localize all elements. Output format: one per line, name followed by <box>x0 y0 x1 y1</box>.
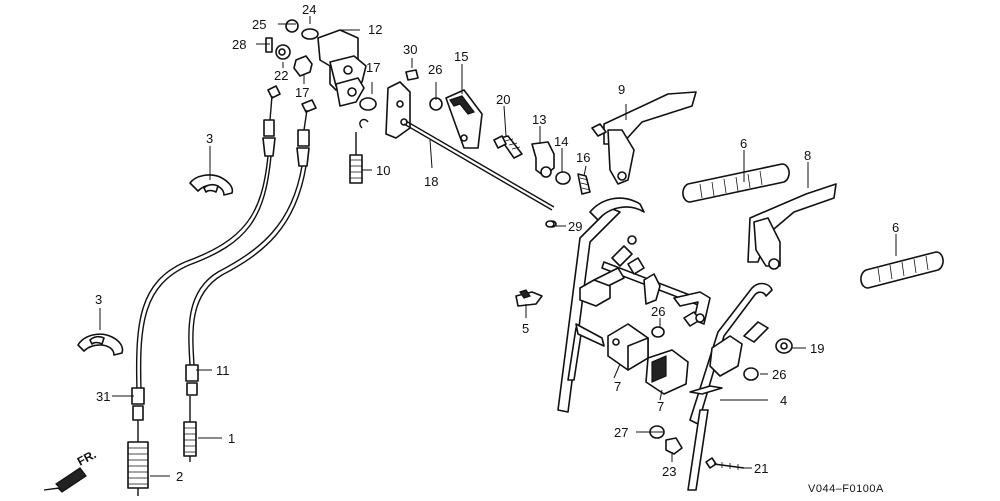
small-collar <box>555 171 571 185</box>
clutch-cable-left <box>131 85 281 421</box>
cam-lever <box>531 141 555 178</box>
callout-26a: 26 <box>428 62 442 77</box>
bolt-21 <box>705 457 745 470</box>
torsion-spring <box>577 173 591 195</box>
callout-25: 25 <box>252 17 266 32</box>
clip-23 <box>665 437 683 455</box>
callout-9: 9 <box>618 82 625 97</box>
return-spring <box>349 118 369 184</box>
callout-8: 8 <box>804 148 811 163</box>
diagram-code: V044–F0100A <box>808 483 884 495</box>
pin-29 <box>545 220 555 228</box>
callout-26b: 26 <box>651 304 665 319</box>
callout-16: 16 <box>576 150 590 165</box>
handle-frame <box>557 197 773 491</box>
callout-13: 13 <box>532 112 546 127</box>
callout-11: 11 <box>216 363 230 378</box>
drive-lever <box>591 91 697 185</box>
front-direction-arrow: FR. <box>43 447 99 493</box>
callout-24: 24 <box>302 2 316 17</box>
callout-3b: 3 <box>95 292 102 307</box>
callout-labels: 25 24 12 28 22 17 17 30 26 15 20 13 14 1… <box>95 2 899 484</box>
callout-17a: 17 <box>295 85 309 100</box>
callout-2: 2 <box>176 469 183 484</box>
callout-30: 30 <box>403 42 417 57</box>
lever-holder-left <box>607 323 649 371</box>
front-direction-label: FR. <box>75 447 99 468</box>
callout-7b: 7 <box>657 399 664 414</box>
nut-19 <box>775 338 793 354</box>
callout-1: 1 <box>228 431 235 446</box>
nut-26-right <box>743 367 759 381</box>
callout-7a: 7 <box>614 379 621 394</box>
cover-plate <box>429 89 483 149</box>
callout-14: 14 <box>554 134 568 149</box>
callout-23: 23 <box>662 464 676 479</box>
callout-21: 21 <box>754 461 768 476</box>
lever-bracket <box>317 29 367 107</box>
cable-clip-upper <box>189 174 234 196</box>
clutch-cable-right <box>185 99 317 396</box>
callout-17b: 17 <box>366 60 380 75</box>
pivot-bolt <box>493 135 523 159</box>
callout-3a: 3 <box>206 131 213 146</box>
auger-lever <box>747 183 837 270</box>
spring-large <box>127 420 149 496</box>
spring-small <box>183 396 197 462</box>
callout-19: 19 <box>810 341 824 356</box>
callout-6a: 6 <box>740 136 747 151</box>
control-rod <box>385 81 557 228</box>
callout-26c: 26 <box>772 367 786 382</box>
callout-15: 15 <box>454 49 468 64</box>
callout-18: 18 <box>424 174 438 189</box>
handle-grip-lower <box>860 251 944 289</box>
callout-4: 4 <box>780 393 787 408</box>
callout-29: 29 <box>568 219 582 234</box>
callout-12: 12 <box>368 22 382 37</box>
cable-clip-lower <box>77 333 124 356</box>
callout-28: 28 <box>232 37 246 52</box>
callout-5: 5 <box>522 321 529 336</box>
lever-holder-right <box>645 349 689 395</box>
callout-10: 10 <box>376 163 390 178</box>
plate-4 <box>689 385 723 395</box>
leader-lines <box>99 16 897 477</box>
handle-grip-upper <box>682 163 790 203</box>
nut-26-center <box>651 326 665 338</box>
callout-31: 31 <box>96 389 110 404</box>
small-clip <box>515 289 543 307</box>
callout-22: 22 <box>274 68 288 83</box>
callout-27: 27 <box>614 425 628 440</box>
callout-6b: 6 <box>892 220 899 235</box>
callout-20: 20 <box>496 92 510 107</box>
small-hardware-top <box>265 19 419 111</box>
